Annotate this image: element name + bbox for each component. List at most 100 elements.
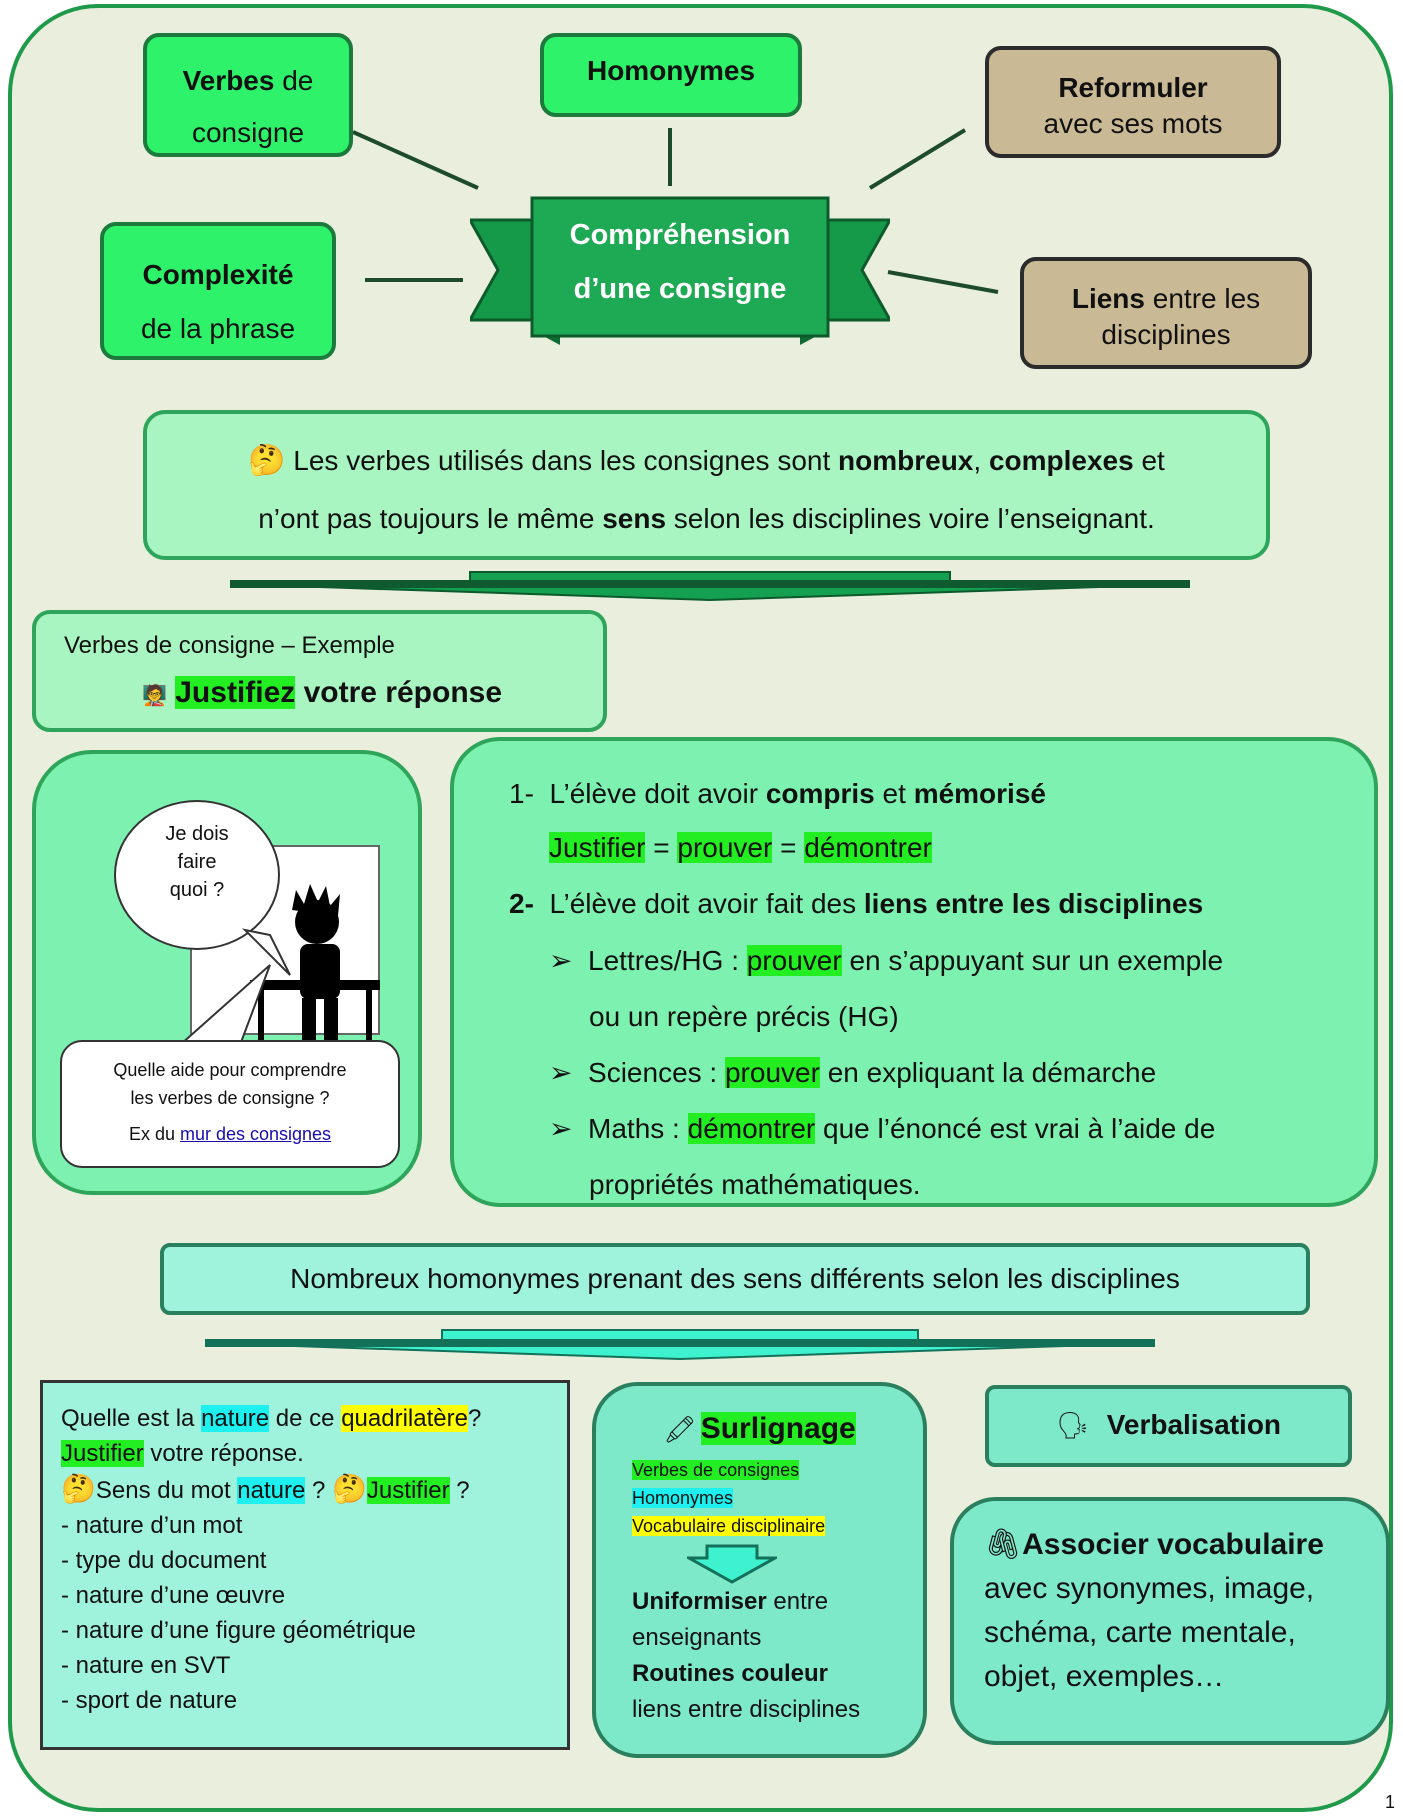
eq-justifier: Justifier [549, 832, 646, 863]
teacher-board-icon: 🧑‍🏫 [142, 685, 167, 707]
verbalisation-label: Verbalisation [1106, 1409, 1282, 1440]
intro-text-1: Les verbes utilisés dans les consignes s… [285, 445, 839, 476]
node-complexite: Complexité de la phrase [100, 222, 336, 360]
eq-prouver: prouver [677, 832, 773, 863]
arrow-bullet-icon: ➢ [549, 1057, 589, 1088]
intro-text-4: n’ont pas toujours le même [258, 503, 603, 534]
surlignage-text-1: entre [766, 1588, 829, 1615]
down-arrow-1 [230, 571, 1190, 602]
center-ribbon [470, 196, 890, 345]
item-2-post: en expliquant la démarche [819, 1057, 1157, 1088]
page-number: 1 [1385, 1792, 1396, 1812]
point-2-text: L’élève doit avoir fait des [549, 888, 864, 919]
node-verbes-bold: Verbes [182, 65, 275, 96]
equivalence-line: Justifier = prouver = démontrer [509, 821, 1374, 875]
homonymes-banner-text: Nombreux homonymes prenant des sens diff… [290, 1263, 1180, 1294]
question-line-3: quoi ? [169, 879, 225, 901]
quadri-q5: ? [305, 1477, 333, 1504]
associer-line-3: objet, exemples… [984, 1660, 1225, 1693]
quadri-sens: Sens du mot [95, 1477, 238, 1504]
intro-bold-1: nombreux [838, 445, 974, 476]
item-1-hl: prouver [746, 945, 842, 976]
legend-vocabulaire: Vocabulaire disciplinaire [632, 1516, 826, 1536]
down-arrow-3 [687, 1544, 777, 1584]
surlignage-bold-2: Routines couleur [632, 1660, 829, 1687]
point-2-bold: liens entre les disciplines [863, 888, 1204, 919]
item-3-pre: Maths : [588, 1113, 688, 1144]
point-1-bold-1: compris [765, 778, 875, 809]
intro-text-2: , [973, 445, 989, 476]
nature-list-item: - nature d’une œuvre [61, 1582, 286, 1609]
node-verbes-rest: de [274, 65, 314, 96]
surlignage-box: 🖍 Surlignage Verbes de consignes Homonym… [592, 1382, 927, 1758]
node-homonymes: Homonymes [540, 33, 802, 117]
question-bubble-tail [241, 928, 291, 976]
thinking-face-icon: 🤔 [248, 444, 286, 477]
point-2-number: 2- [509, 888, 534, 919]
aide-bubble: Quelle aide pour comprendre les verbes d… [60, 1040, 400, 1168]
aide-bubble-tail [177, 964, 271, 1046]
discipline-item: ➢ Maths : démontrer que l’énoncé est vra… [549, 1101, 1374, 1213]
mur-des-consignes-link[interactable]: mur des consignes [179, 1124, 332, 1144]
quadri-justifier: Justifier [61, 1440, 144, 1467]
arrow-bullet-icon: ➢ [549, 1113, 589, 1144]
node-liens: Liens entre les disciplines [1020, 257, 1312, 369]
item-1-pre: Lettres/HG : [588, 945, 747, 976]
discipline-item: ➢ Lettres/HG : prouver en s’appuyant sur… [549, 933, 1374, 1045]
eq-demontrer: démontrer [804, 832, 932, 863]
point-1-bold-2: mémorisé [913, 778, 1046, 809]
connector-lines [352, 128, 999, 294]
nature-list-item: - nature d’un mot [61, 1512, 243, 1539]
quadrilatere-box: Quelle est la nature de ce quadrilatère?… [40, 1380, 570, 1750]
item-3-post: que l’énoncé est vrai à l’aide de [815, 1113, 1216, 1144]
center-title-line1: Compréhension [569, 219, 791, 251]
point-1-text: L’élève doit avoir [549, 778, 766, 809]
point-1-and: et [874, 778, 914, 809]
quadri-q1: Quelle est la [61, 1405, 202, 1432]
center-title: Compréhension d’une consigne [532, 208, 828, 316]
item-3-line2: propriétés mathématiques. [589, 1169, 921, 1200]
exemple-rest: votre réponse [295, 676, 503, 709]
item-1-line2: ou un repère précis (HG) [589, 1001, 899, 1032]
exemple-verb: Justifiez [175, 676, 296, 709]
nature-list-item: - type du document [61, 1547, 267, 1574]
legend-homonymes: Homonymes [632, 1488, 734, 1508]
surlignage-text-3: liens entre disciplines [632, 1696, 861, 1723]
points-box: 1- L’élève doit avoir compris et mémoris… [450, 737, 1378, 1207]
quadri-q3: ? [467, 1405, 482, 1432]
nature-list-item: - sport de nature [61, 1687, 238, 1714]
point-2: 2- L’élève doit avoir fait des liens ent… [509, 875, 1374, 933]
exemple-box: Verbes de consigne – Exemple 🧑‍🏫 Justifi… [32, 610, 607, 732]
node-reformuler: Reformuler avec ses mots [985, 46, 1281, 158]
aide-line-2: les verbes de consigne ? [130, 1088, 330, 1108]
intro-box: 🤔 Les verbes utilisés dans les consignes… [143, 410, 1270, 560]
item-2-pre: Sciences : [588, 1057, 725, 1088]
associer-line-1: avec synonymes, image, [984, 1572, 1315, 1605]
legend-verbes: Verbes de consignes [632, 1460, 800, 1480]
quadri-nature: nature [201, 1405, 270, 1432]
down-arrow-2 [205, 1329, 1155, 1361]
surlignage-title: Surlignage [700, 1412, 856, 1445]
question-line-2: faire [177, 851, 217, 873]
exemple-title: Verbes de consigne – Exemple [64, 632, 395, 659]
eq-sign-2: = [772, 832, 805, 863]
quadri-q6: ? [449, 1477, 470, 1504]
node-liens-rest: entre les [1144, 283, 1261, 314]
paperclip-icon: 🖇 [984, 1528, 1023, 1561]
nature-list-item: - nature en SVT [61, 1652, 231, 1679]
point-1-number: 1- [509, 778, 534, 809]
surlignage-bold-1: Uniformiser [632, 1588, 767, 1615]
thinking-face-icon: 🤔 [332, 1473, 367, 1504]
node-verbes-line2: consigne [191, 117, 305, 148]
aide-line-1: Quelle aide pour comprendre [113, 1060, 347, 1080]
intro-text-5: selon les disciplines voire l’enseignant… [666, 503, 1155, 534]
item-1-post: en s’appuyant sur un exemple [841, 945, 1224, 976]
node-reformuler-line2: avec ses mots [1043, 108, 1223, 139]
associer-line-2: schéma, carte mentale, [984, 1616, 1296, 1649]
student-figure [250, 884, 380, 1060]
item-3-hl: démontrer [687, 1113, 816, 1144]
discipline-item: ➢ Sciences : prouver en expliquant la dé… [549, 1045, 1374, 1101]
verbalisation-box: 🗣 Verbalisation [985, 1385, 1352, 1467]
discipline-list: ➢ Lettres/HG : prouver en s’appuyant sur… [509, 933, 1374, 1213]
quadri-q4: votre réponse. [143, 1440, 304, 1467]
